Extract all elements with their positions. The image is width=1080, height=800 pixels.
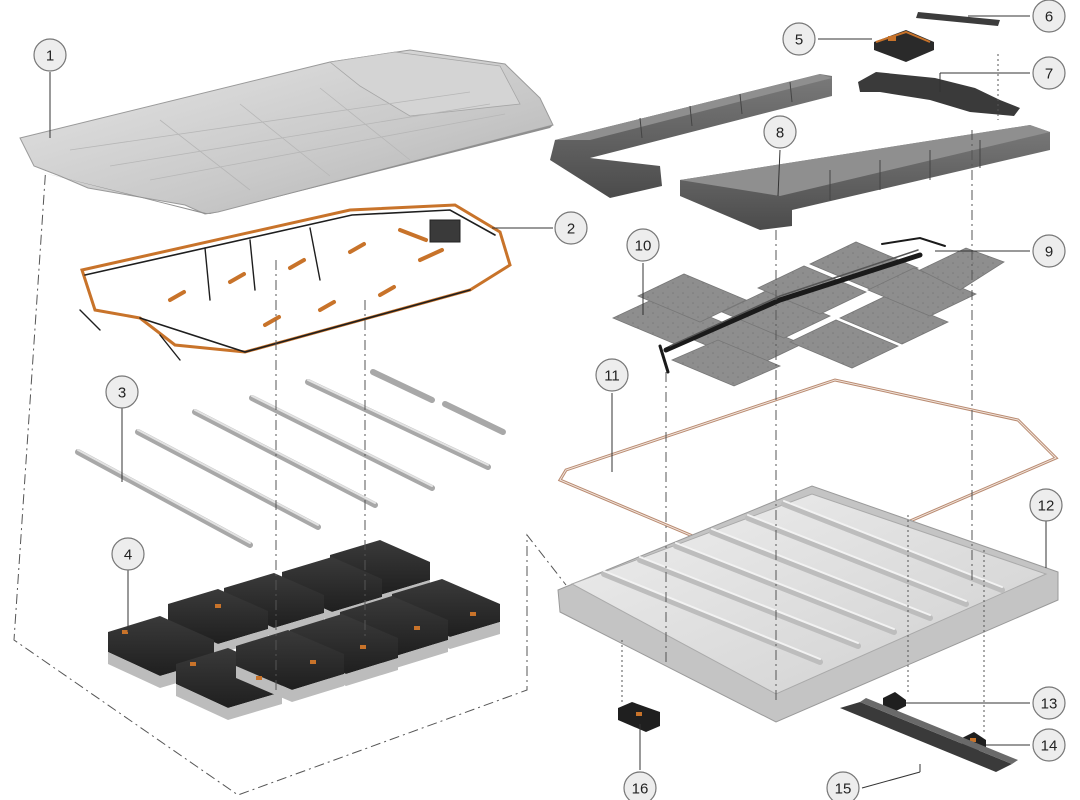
part-4-battery-modules <box>108 540 500 720</box>
battery-module <box>236 630 344 702</box>
part-6-top-bracket <box>916 12 1000 26</box>
callout-8: 8 <box>763 115 797 149</box>
part-9-sense-harness <box>658 236 946 374</box>
callout-number: 16 <box>632 781 649 798</box>
callout-circle <box>595 358 629 392</box>
callout-circle <box>1032 0 1066 33</box>
part-5-control-box <box>874 30 934 62</box>
callout-number: 5 <box>795 32 803 49</box>
callout-circle <box>1032 234 1066 268</box>
part-7-upper-frame <box>858 72 1020 116</box>
part-8-foam-insulation-blocks <box>550 74 1050 230</box>
callout-number: 6 <box>1045 9 1053 26</box>
callout-number: 14 <box>1041 738 1058 755</box>
callout-number: 1 <box>46 48 54 65</box>
part-2-wiring-harness <box>79 203 512 361</box>
callout-1: 1 <box>33 38 67 72</box>
callout-circle <box>33 38 67 72</box>
callout-12: 12 <box>1029 488 1063 522</box>
callout-number: 3 <box>118 385 126 402</box>
callout-number: 2 <box>567 221 575 238</box>
callout-16: 16 <box>623 771 657 800</box>
left-assembly-outline <box>13 134 567 796</box>
part-15-underbody-rail <box>840 698 1018 772</box>
callout-15: 15 <box>826 771 860 800</box>
callout-10: 10 <box>626 228 660 262</box>
callout-13: 13 <box>1032 686 1066 720</box>
callout-circle <box>763 115 797 149</box>
callout-11: 11 <box>595 358 629 392</box>
part-1-top-cover <box>19 49 554 215</box>
callout-number: 10 <box>635 238 652 255</box>
callout-number: 7 <box>1045 66 1053 83</box>
callout-number: 13 <box>1041 696 1058 713</box>
part-12-battery-tray <box>557 485 1059 723</box>
callout-circle <box>782 22 816 56</box>
callout-circle <box>1032 56 1066 90</box>
callout-circle <box>105 375 139 409</box>
callout-circle <box>826 771 860 800</box>
callout-circle <box>1032 686 1066 720</box>
callout-number: 12 <box>1038 498 1055 515</box>
callout-circle <box>1029 488 1063 522</box>
part-13-fitting <box>883 692 906 712</box>
callout-number: 8 <box>776 125 784 142</box>
callout-6: 6 <box>1032 0 1066 33</box>
part-16-connector <box>618 702 660 732</box>
callout-4: 4 <box>111 537 145 571</box>
callout-circle <box>1032 728 1066 762</box>
callout-circle <box>111 537 145 571</box>
callout-number: 11 <box>604 368 620 385</box>
callout-9: 9 <box>1032 234 1066 268</box>
callout-5: 5 <box>782 22 816 56</box>
callout-2: 2 <box>554 211 588 245</box>
callout-circle <box>554 211 588 245</box>
callout-3: 3 <box>105 375 139 409</box>
part-10-thermal-pads <box>612 241 1005 387</box>
callout-number: 4 <box>124 547 132 564</box>
callout-number: 9 <box>1045 244 1053 261</box>
callout-circle <box>626 228 660 262</box>
callout-circle <box>623 771 657 800</box>
assembly-guide-lines <box>275 54 999 732</box>
part-11-gasket-seal <box>557 378 1059 577</box>
leader-lines <box>49 15 1047 789</box>
callout-14: 14 <box>1032 728 1066 762</box>
callout-7: 7 <box>1032 56 1066 90</box>
part-3-cell-bus-bars <box>75 369 506 548</box>
callout-number: 15 <box>835 781 852 798</box>
